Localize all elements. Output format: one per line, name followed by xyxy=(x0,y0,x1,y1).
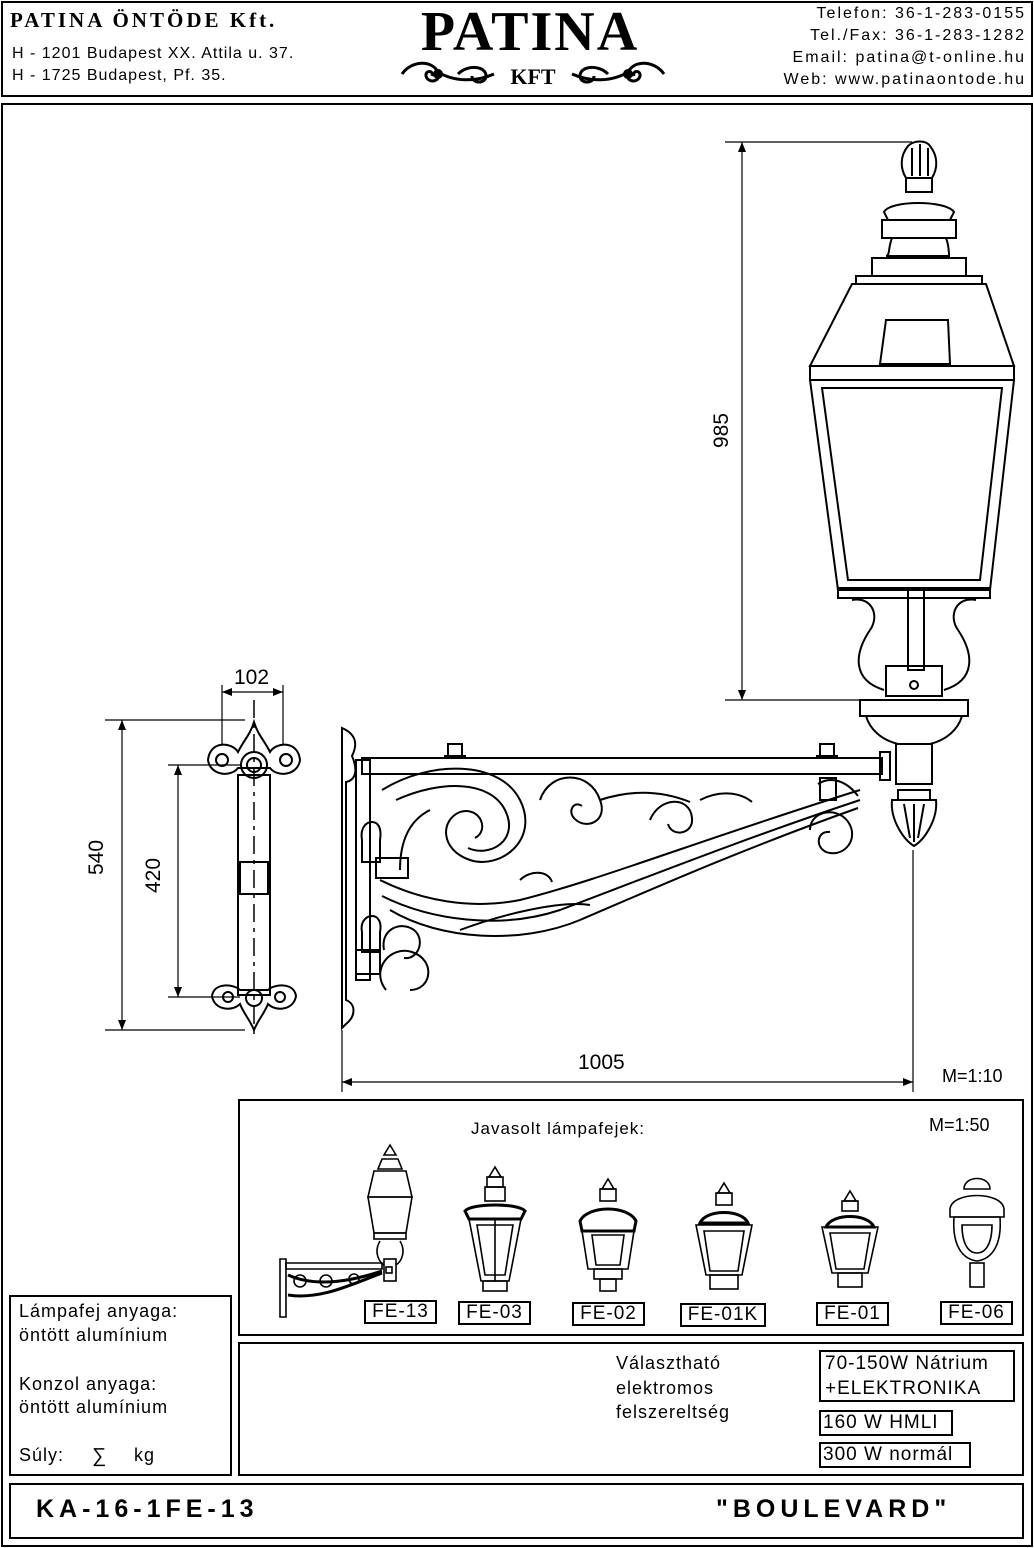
head-material-label: Lámpafej anyaga: xyxy=(19,1301,179,1321)
electrical-panel xyxy=(238,1342,1024,1476)
electrical-option-2: 160 W HMLI xyxy=(819,1410,953,1436)
logo-sub: KFT xyxy=(510,64,556,89)
drawing-scale: M=1:10 xyxy=(942,1066,1003,1086)
electrical-option-3: 300 W normál xyxy=(819,1442,971,1468)
contact-web: Web: www.patinaontode.hu xyxy=(783,71,1026,88)
fe-06-thumbnail xyxy=(949,1177,1005,1288)
header-frame xyxy=(1,1,1033,97)
product-name: "BOULEVARD" xyxy=(716,1495,952,1523)
electrical-label-3: felszereltség xyxy=(616,1402,731,1422)
electrical-option-1-line-2: +ELEKTRONIKA xyxy=(825,1378,982,1399)
weight-symbol: ∑ xyxy=(92,1445,107,1467)
contact-phone: Telefon: 36-1-283-0155 xyxy=(816,5,1026,22)
lamp-label-fe-03: FE-03 xyxy=(458,1301,531,1325)
electrical-option-1 xyxy=(819,1350,1015,1402)
head-material-value: öntött alumínium xyxy=(19,1325,169,1345)
suggested-heads-title: Javasolt lámpafejek: xyxy=(471,1119,646,1138)
dim-plate-width: 102 xyxy=(234,666,270,689)
lamp-label-fe-13: FE-13 xyxy=(364,1300,437,1324)
fe-01-thumbnail xyxy=(821,1189,879,1288)
drawing-frame xyxy=(1,103,1033,1547)
wall-plate-front-view xyxy=(206,700,302,1040)
weight-label: Súly: xyxy=(19,1445,65,1465)
footer-panel xyxy=(9,1483,1024,1539)
bracket-side-view xyxy=(341,726,891,1031)
lamp-head-thumbnails xyxy=(279,1143,1005,1318)
bracket-material-value: öntött alumínium xyxy=(19,1397,169,1417)
suggested-heads-panel xyxy=(238,1099,1024,1336)
suggested-heads-scale: M=1:50 xyxy=(929,1115,990,1135)
logo-scroll-ornament xyxy=(400,61,666,84)
lamp-label-fe-01k: FE-01K xyxy=(680,1303,766,1327)
contact-fax: Tel./Fax: 36-1-283-1282 xyxy=(810,27,1026,44)
dim-plate-height-holes: 420 xyxy=(142,857,165,893)
lamp-label-fe-02: FE-02 xyxy=(572,1302,645,1326)
product-code: KA-16-1FE-13 xyxy=(36,1495,259,1523)
electrical-option-1-line-1: 70-150W Nátrium xyxy=(825,1353,989,1374)
fe-01k-thumbnail xyxy=(695,1181,753,1290)
contact-email: Email: patina@t-online.hu xyxy=(792,49,1026,66)
address-line-1: H - 1201 Budapest XX. Attila u. 37. xyxy=(12,45,295,62)
electrical-label-1: Választható xyxy=(616,1353,722,1373)
technical-drawing xyxy=(105,140,1016,1092)
dim-arm-length: 1005 xyxy=(578,1051,625,1074)
dim-plate-height-total: 540 xyxy=(85,839,108,875)
electrical-label-2: elektromos xyxy=(616,1378,715,1398)
lamp-label-fe-01: FE-01 xyxy=(816,1302,889,1326)
bracket-material-label: Konzol anyaga: xyxy=(19,1374,158,1394)
fe-03-thumbnail xyxy=(463,1165,527,1292)
dim-lamp-height: 985 xyxy=(710,412,733,448)
lamp-label-fe-06: FE-06 xyxy=(940,1301,1013,1325)
fe-02-thumbnail xyxy=(578,1177,638,1292)
logo-main: PATINA xyxy=(420,1,640,63)
materials-panel xyxy=(9,1295,232,1476)
fe-13-thumbnail xyxy=(279,1143,414,1318)
company-name: PATINA ÖNTÖDE Kft. xyxy=(10,8,278,32)
lantern-head xyxy=(808,140,1016,848)
weight-unit: kg xyxy=(134,1445,156,1465)
address-line-2: H - 1725 Budapest, Pf. 35. xyxy=(12,67,227,84)
